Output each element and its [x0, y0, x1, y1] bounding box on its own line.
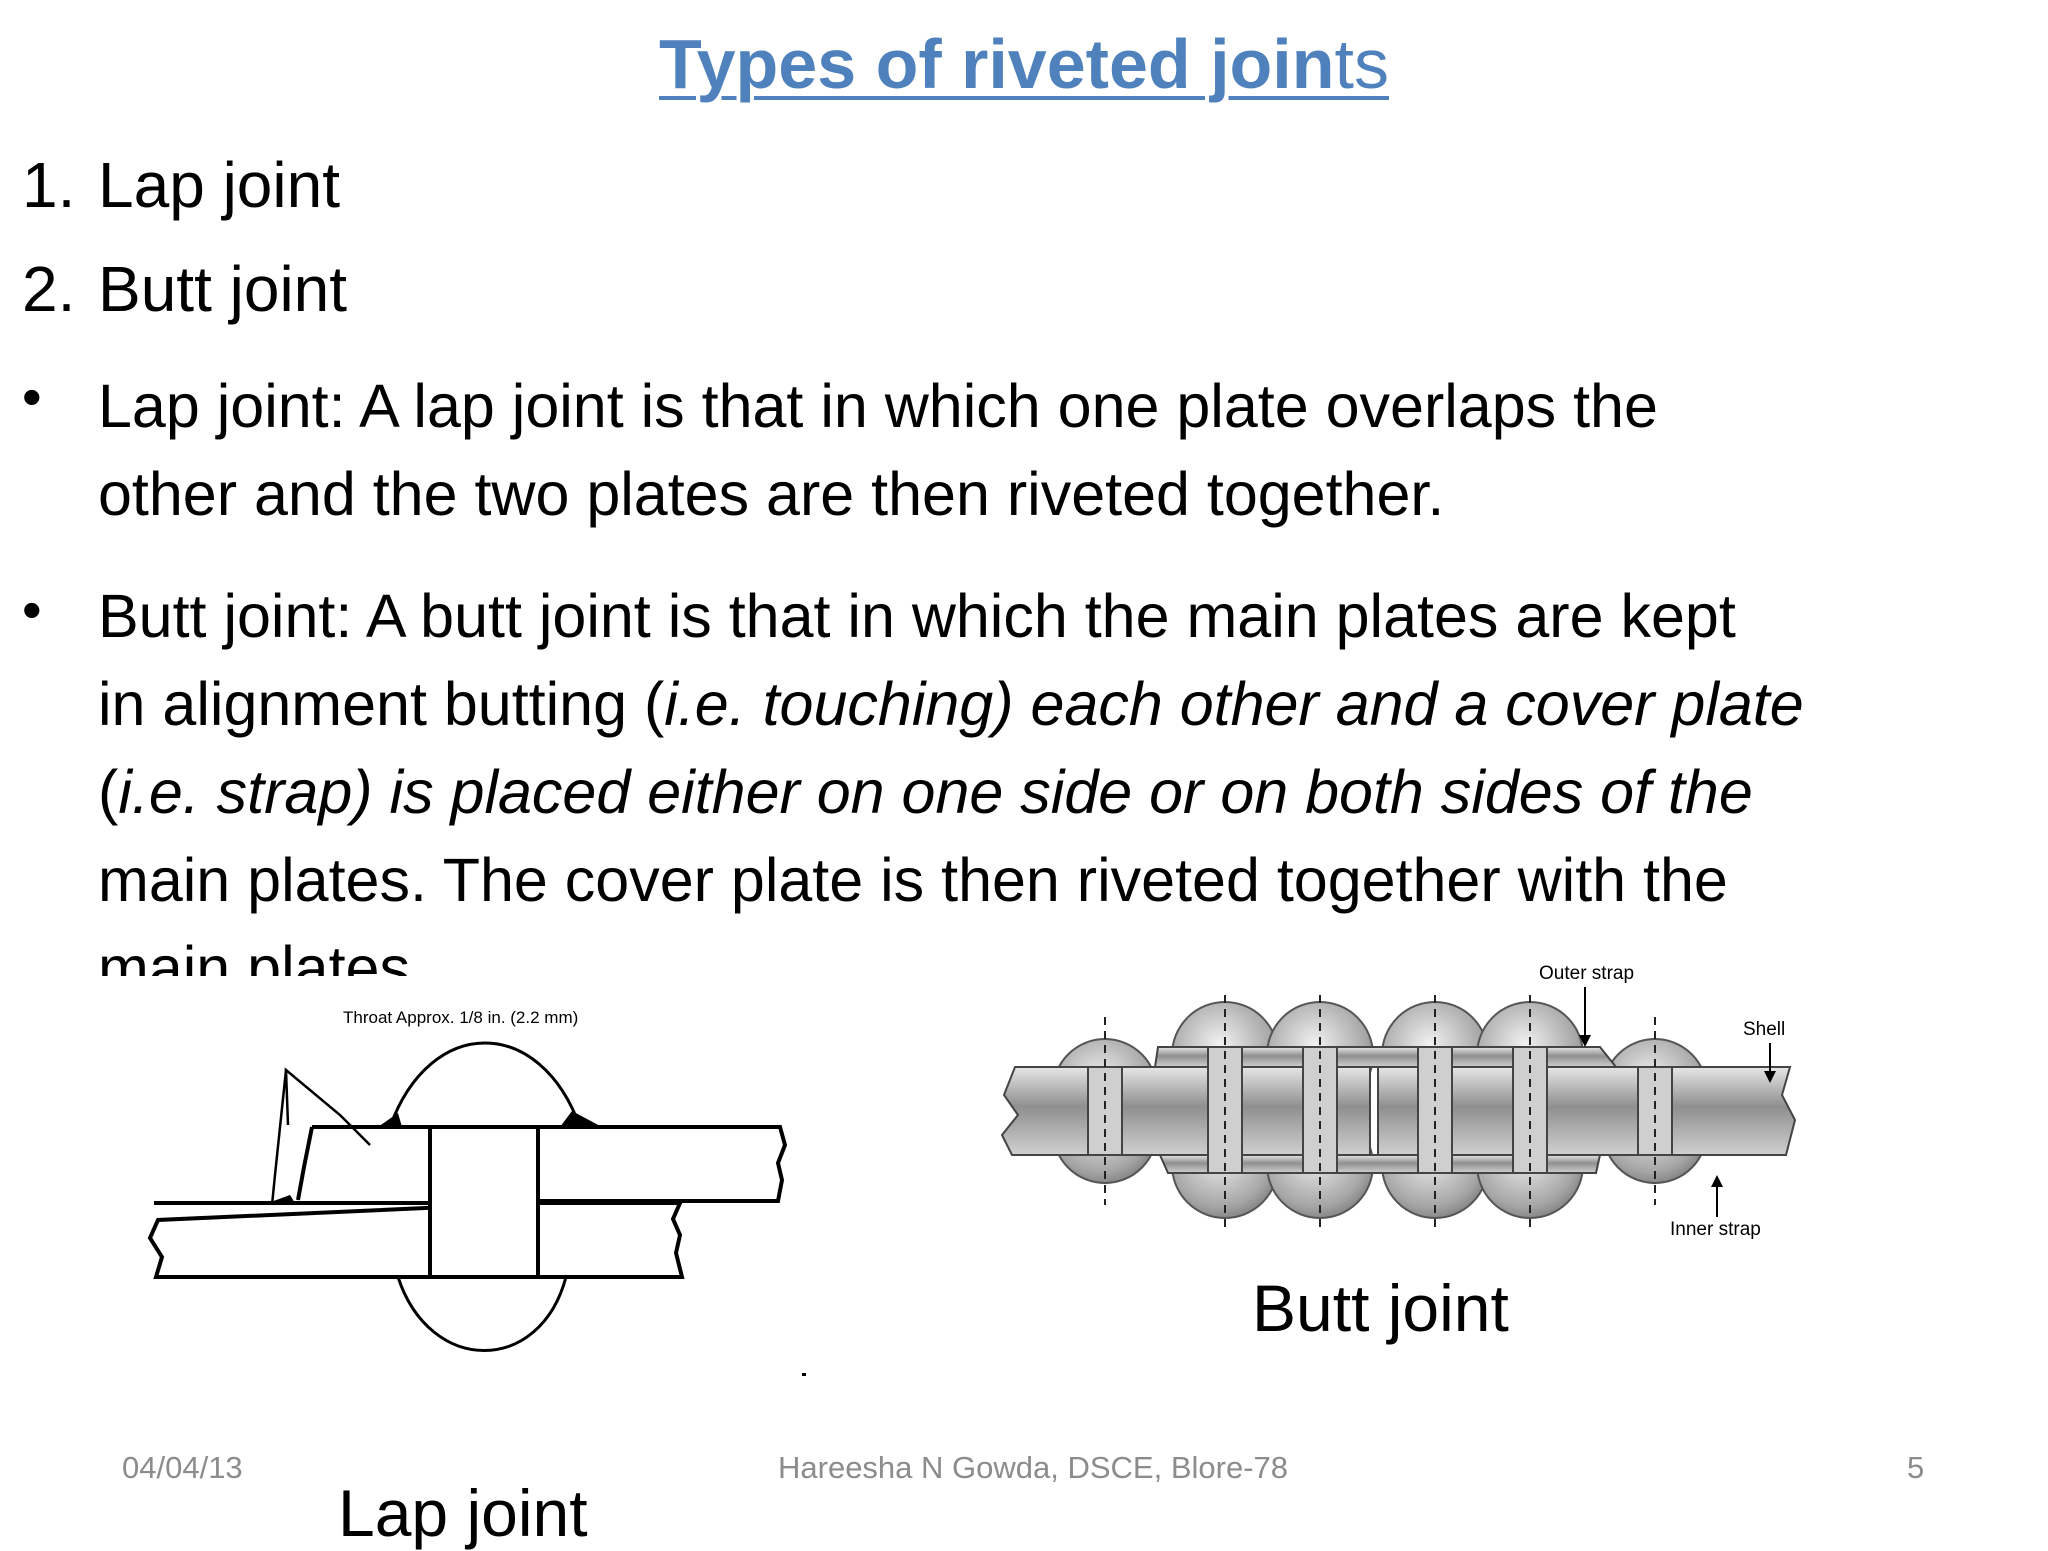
slide-title: Types of riveted joints — [0, 24, 2048, 104]
rivet-top-head — [388, 1041, 582, 1128]
top-plate-edge — [296, 1126, 314, 1201]
weld-leader-line — [284, 1067, 371, 1146]
list-item-number: 2. — [22, 253, 76, 325]
butt-joint-figure: Outer strap Shell Inner strap — [990, 955, 1830, 1255]
weld-fillet — [268, 1195, 295, 1203]
inner-strap-label: Inner strap — [1670, 1219, 1761, 1240]
list-item: 1. Lap joint — [22, 148, 340, 222]
footer-author: Hareesha N Gowda, DSCE, Blore-78 — [778, 1450, 1289, 1485]
bullet-line: main plates. The cover plate is then riv… — [98, 846, 1728, 914]
arrow-icon — [1764, 1071, 1776, 1083]
arrow-icon — [1579, 1035, 1591, 1047]
bullet-dot: • — [22, 365, 42, 428]
throat-note-label: Throat Approx. 1/8 in. (2.2 mm) — [343, 1008, 578, 1027]
bullet-text: Lap joint: A lap joint is that in which … — [98, 362, 2038, 539]
slide-title-tail: ts — [1334, 25, 1389, 103]
list-item-number: 1. — [22, 149, 76, 221]
bullet-dot: • — [22, 578, 42, 641]
rivet-shank — [428, 1125, 540, 1279]
lap-joint-figure: Throat Approx. 1/8 in. (2.2 mm) — [147, 1008, 806, 1376]
bullet-line: Lap joint: A lap joint is that in which … — [98, 372, 1658, 440]
lap-joint-caption: Lap joint — [338, 1476, 588, 1550]
list-item-label: Lap joint — [98, 149, 340, 221]
weld-fillet — [378, 1113, 402, 1127]
bullet-line: other and the two plates are then rivete… — [98, 460, 1445, 529]
rivet-shank — [1637, 1066, 1673, 1156]
weld-fillet — [560, 1111, 602, 1127]
footer-date: 04/04/13 — [122, 1450, 243, 1485]
rivet-centerlines — [1104, 995, 1656, 1227]
list-item: 2. Butt joint — [22, 252, 347, 326]
slide-title-main: Types of riveted join — [659, 25, 1335, 103]
list-item-label: Butt joint — [98, 253, 348, 325]
shell-plate-right — [1377, 1066, 1797, 1156]
stray-mark — [802, 1373, 806, 1376]
outer-strap-label: Outer strap — [1539, 963, 1634, 984]
bullet-line-text: in alignment butting ( — [98, 670, 665, 738]
rivet-bottom-head — [396, 1276, 568, 1352]
bullet-line-text: ( — [98, 758, 119, 826]
bullet-line-italic: i.e. touching) each other and a cover pl… — [664, 670, 1804, 738]
footer-page-number: 5 — [1907, 1450, 1925, 1485]
bullet-line: in alignment butting (i.e. touching) eac… — [98, 660, 2038, 748]
butt-joint-caption: Butt joint — [1252, 1271, 1509, 1345]
bottom-plate — [147, 1201, 685, 1279]
weld-leader-line — [270, 1069, 288, 1206]
bullet-line: main plates. — [98, 934, 427, 976]
bullet-line: Butt joint: A butt joint is that in whic… — [98, 582, 1736, 650]
arrow-icon — [1711, 1175, 1723, 1187]
bullet-line: (i.e. strap) is placed either on one sid… — [98, 748, 2038, 836]
bullet-line-italic: i.e. strap) is placed either on one side… — [118, 758, 1753, 826]
bullet-text: Butt joint: A butt joint is that in whic… — [98, 572, 2038, 976]
top-plate — [312, 1125, 788, 1203]
shell-label: Shell — [1743, 1019, 1785, 1040]
rivet-shank — [1087, 1066, 1123, 1156]
